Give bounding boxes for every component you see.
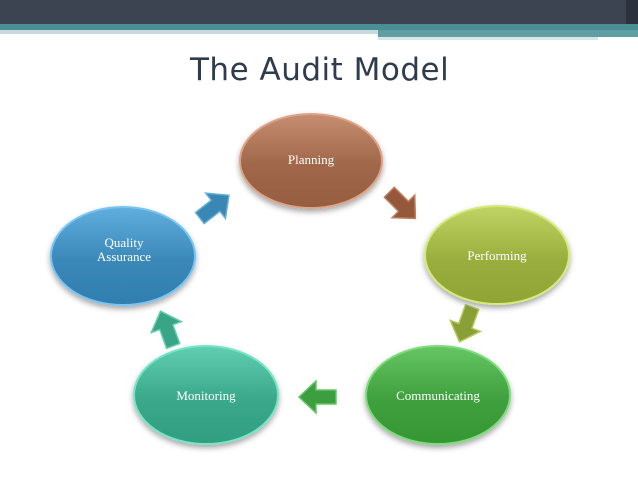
node-label: Monitoring	[176, 388, 236, 403]
arrow-monitoring-to-quality-assurance	[149, 310, 184, 350]
header-band-light	[0, 30, 378, 34]
arrow-planning-to-performing	[383, 186, 417, 220]
arrow-performing-to-communicating	[448, 303, 483, 343]
arrow-quality-assurance-to-planning	[194, 192, 230, 225]
header-edge-tab	[626, 0, 638, 24]
arrow-communicating-to-monitoring	[297, 379, 337, 415]
node-label: Planning	[288, 152, 335, 167]
arrow-shape	[448, 303, 483, 343]
arrow-shape	[297, 379, 337, 415]
node-ellipse	[50, 206, 196, 306]
node-label: Performing	[467, 248, 527, 263]
header-band-light-right	[378, 37, 598, 40]
node-ellipse	[365, 345, 511, 445]
node-ellipse	[239, 113, 383, 209]
node-label: Communicating	[396, 388, 480, 403]
node-ellipse	[424, 205, 570, 305]
header-band-teal	[0, 24, 638, 30]
arrow-shape	[194, 192, 230, 225]
slide-title: The Audit Model	[190, 52, 450, 88]
edges-layer	[149, 186, 483, 415]
header-band-accent-right	[378, 30, 638, 37]
arrow-shape	[383, 186, 417, 220]
node-planning: Planning	[239, 113, 383, 209]
node-performing: Performing	[424, 205, 570, 305]
node-communicating: Communicating	[365, 345, 511, 445]
node-ellipse	[133, 345, 279, 445]
node-label: Quality	[105, 235, 144, 250]
node-monitoring: Monitoring	[133, 345, 279, 445]
header-band-dark	[0, 0, 638, 24]
node-label: Assurance	[97, 249, 151, 264]
arrow-shape	[149, 310, 184, 350]
